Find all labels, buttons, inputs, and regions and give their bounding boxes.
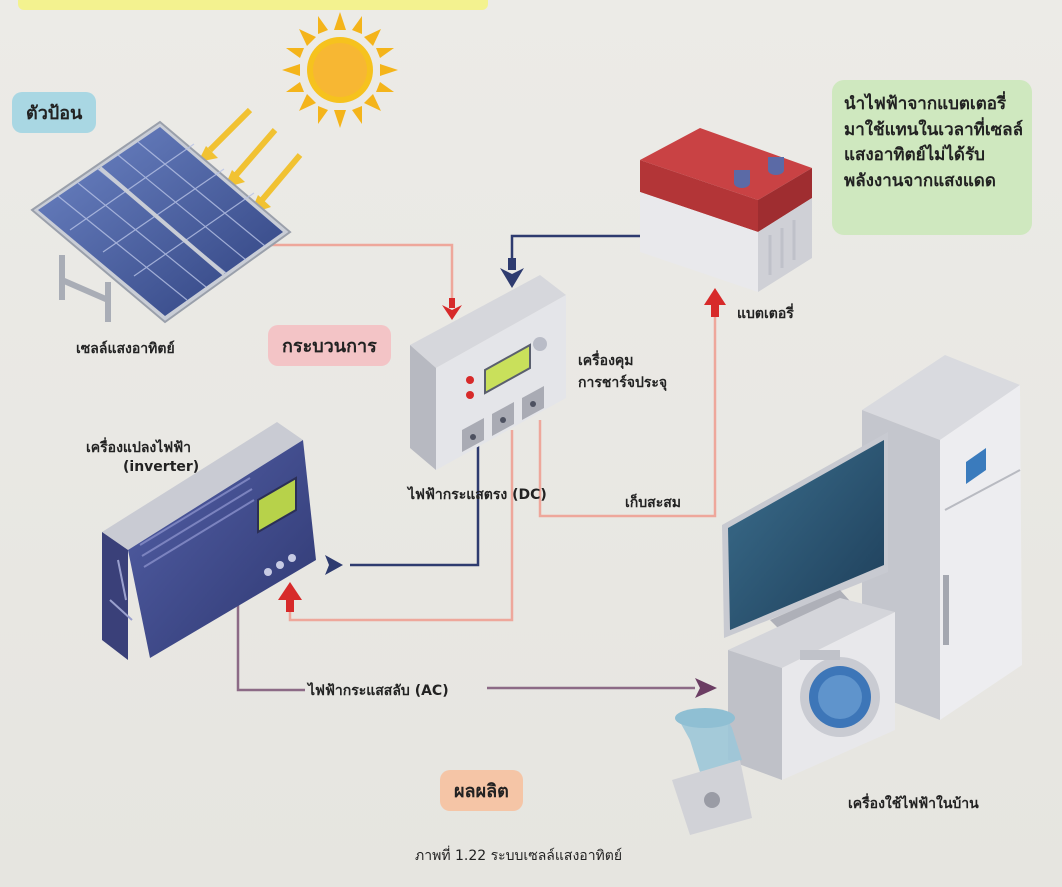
solar-panel-illustration <box>30 120 292 324</box>
figure-caption: ภาพที่ 1.22 ระบบเซลล์แสงอาทิตย์ <box>415 848 623 864</box>
label-battery: แบตเตอรี่ <box>737 306 794 322</box>
arrow-into-inverter-red <box>278 582 302 600</box>
label-controller-line2: การชาร์จประจุ <box>578 375 668 391</box>
battery-illustration <box>640 128 812 292</box>
arrow-into-controller-red <box>442 305 462 320</box>
controller-to-battery-line <box>538 305 717 518</box>
tag-process: กระบวนการ <box>268 325 391 366</box>
label-inverter-line1: เครื่องแปลงไฟฟ้า <box>86 440 191 456</box>
note-line-3: แสงอาทิตย์ไม่ได้รับ <box>844 145 985 165</box>
appliances-illustration <box>672 355 1022 835</box>
inverter-illustration <box>102 422 316 660</box>
solar-to-controller-line <box>215 243 454 305</box>
label-controller-line1: เครื่องคุม <box>578 353 634 369</box>
label-ac: ไฟฟ้ากระแสสลับ (AC) <box>308 683 449 699</box>
sun-icon <box>282 12 398 128</box>
tag-output: ผลผลิต <box>440 770 523 811</box>
note-line-4: พลังงานจากแสงแดด <box>844 170 996 191</box>
tag-input: ตัวป้อน <box>12 92 97 133</box>
note-line-2: มาใช้แทนในเวลาที่เซลล์ <box>844 119 1024 140</box>
arrow-into-inverter-navy <box>325 555 343 575</box>
charge-controller-illustration <box>410 275 566 470</box>
controller-to-inverter-dc-line <box>350 430 480 567</box>
label-inverter-line2: (inverter) <box>123 459 200 475</box>
note-line-1: นำไฟฟ้าจากแบตเตอรี่ <box>844 94 1007 114</box>
battery-note: นำไฟฟ้าจากแบตเตอรี่ มาใช้แทนในเวลาที่เซล… <box>832 80 1032 235</box>
label-appliances: เครื่องใช้ไฟฟ้าในบ้าน <box>848 796 979 812</box>
inverter-ac-line-left <box>236 570 305 692</box>
top-highlight-bar <box>18 0 488 10</box>
controller-to-inverter-pink-line <box>288 430 514 622</box>
label-solar-cell: เซลล์แสงอาทิตย์ <box>76 341 175 357</box>
label-dc: ไฟฟ้ากระแสตรง (DC) <box>408 487 547 503</box>
arrow-into-controller-navy <box>500 268 524 288</box>
arrow-into-battery-red <box>704 288 726 305</box>
arrow-into-appliances-purple <box>695 678 717 698</box>
label-store: เก็บสะสม <box>625 495 681 511</box>
